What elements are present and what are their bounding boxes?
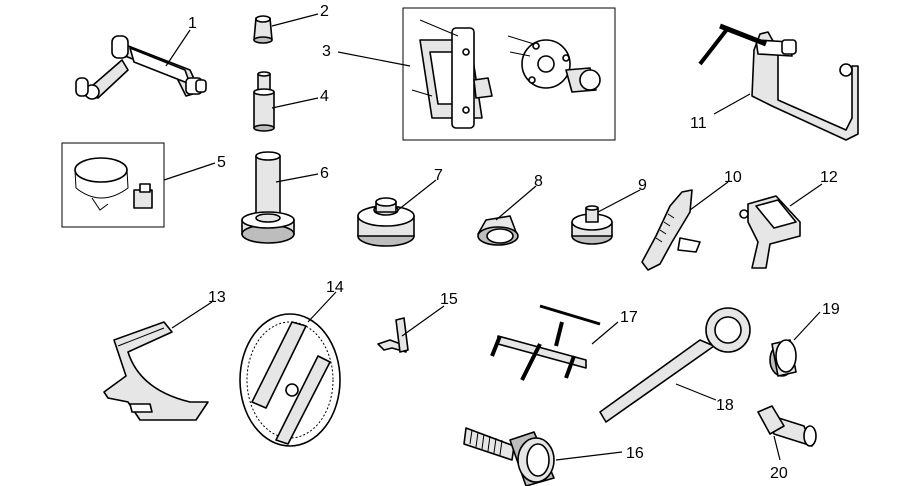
- callout-18: 18: [716, 397, 734, 414]
- callout-14: 14: [326, 279, 344, 296]
- callout-16: 16: [626, 445, 644, 462]
- part-3-puller-set: [411, 19, 601, 129]
- callout-17: 17: [620, 309, 638, 326]
- part-13-support-plate: [103, 321, 209, 421]
- leader-lines: [163, 13, 823, 461]
- callout-12: 12: [820, 169, 838, 186]
- part-15-bracket: [377, 317, 409, 353]
- callout-6: 6: [320, 165, 329, 182]
- callout-8: 8: [534, 173, 543, 190]
- group-box-5: [61, 142, 165, 228]
- callout-4: 4: [320, 88, 329, 105]
- callout-7: 7: [434, 167, 443, 184]
- part-7-adapter: [357, 197, 415, 247]
- callout-19: 19: [822, 301, 840, 318]
- group-box-3: [402, 7, 616, 141]
- part-18-spanner: [599, 307, 751, 423]
- part-9-adapter: [571, 205, 613, 245]
- part-20-sleeve-tool: [757, 405, 817, 447]
- part-17-puller-bar: [490, 304, 601, 381]
- part-2-sleeve: [253, 15, 273, 44]
- part-8-bush: [477, 215, 519, 246]
- callout-15: 15: [440, 291, 458, 308]
- part-10-lever: [641, 189, 701, 271]
- callout-11: 11: [690, 115, 707, 132]
- callout-labels: 1 2 3 4 5 6 7 8 9 10 11 12 13 14 15 16 1…: [188, 3, 840, 482]
- part-4-pin: [253, 71, 275, 132]
- callout-10: 10: [724, 169, 742, 186]
- part-1-crank-tool: [75, 35, 207, 100]
- part-12-holder: [739, 195, 801, 269]
- part-14-degree-wheel: [239, 313, 341, 447]
- callout-5: 5: [217, 154, 226, 171]
- part-16-threaded-tool: [463, 427, 555, 486]
- part-6-drift: [241, 151, 295, 244]
- part-19-gear: [769, 339, 797, 377]
- part-5-band-clamp: [74, 157, 153, 211]
- callout-1: 1: [188, 15, 197, 32]
- callout-2: 2: [320, 3, 329, 20]
- callout-3: 3: [322, 43, 331, 60]
- callout-13: 13: [208, 289, 226, 306]
- part-11-c-clamp: [698, 23, 859, 141]
- callout-9: 9: [638, 177, 647, 194]
- callout-20: 20: [770, 465, 788, 482]
